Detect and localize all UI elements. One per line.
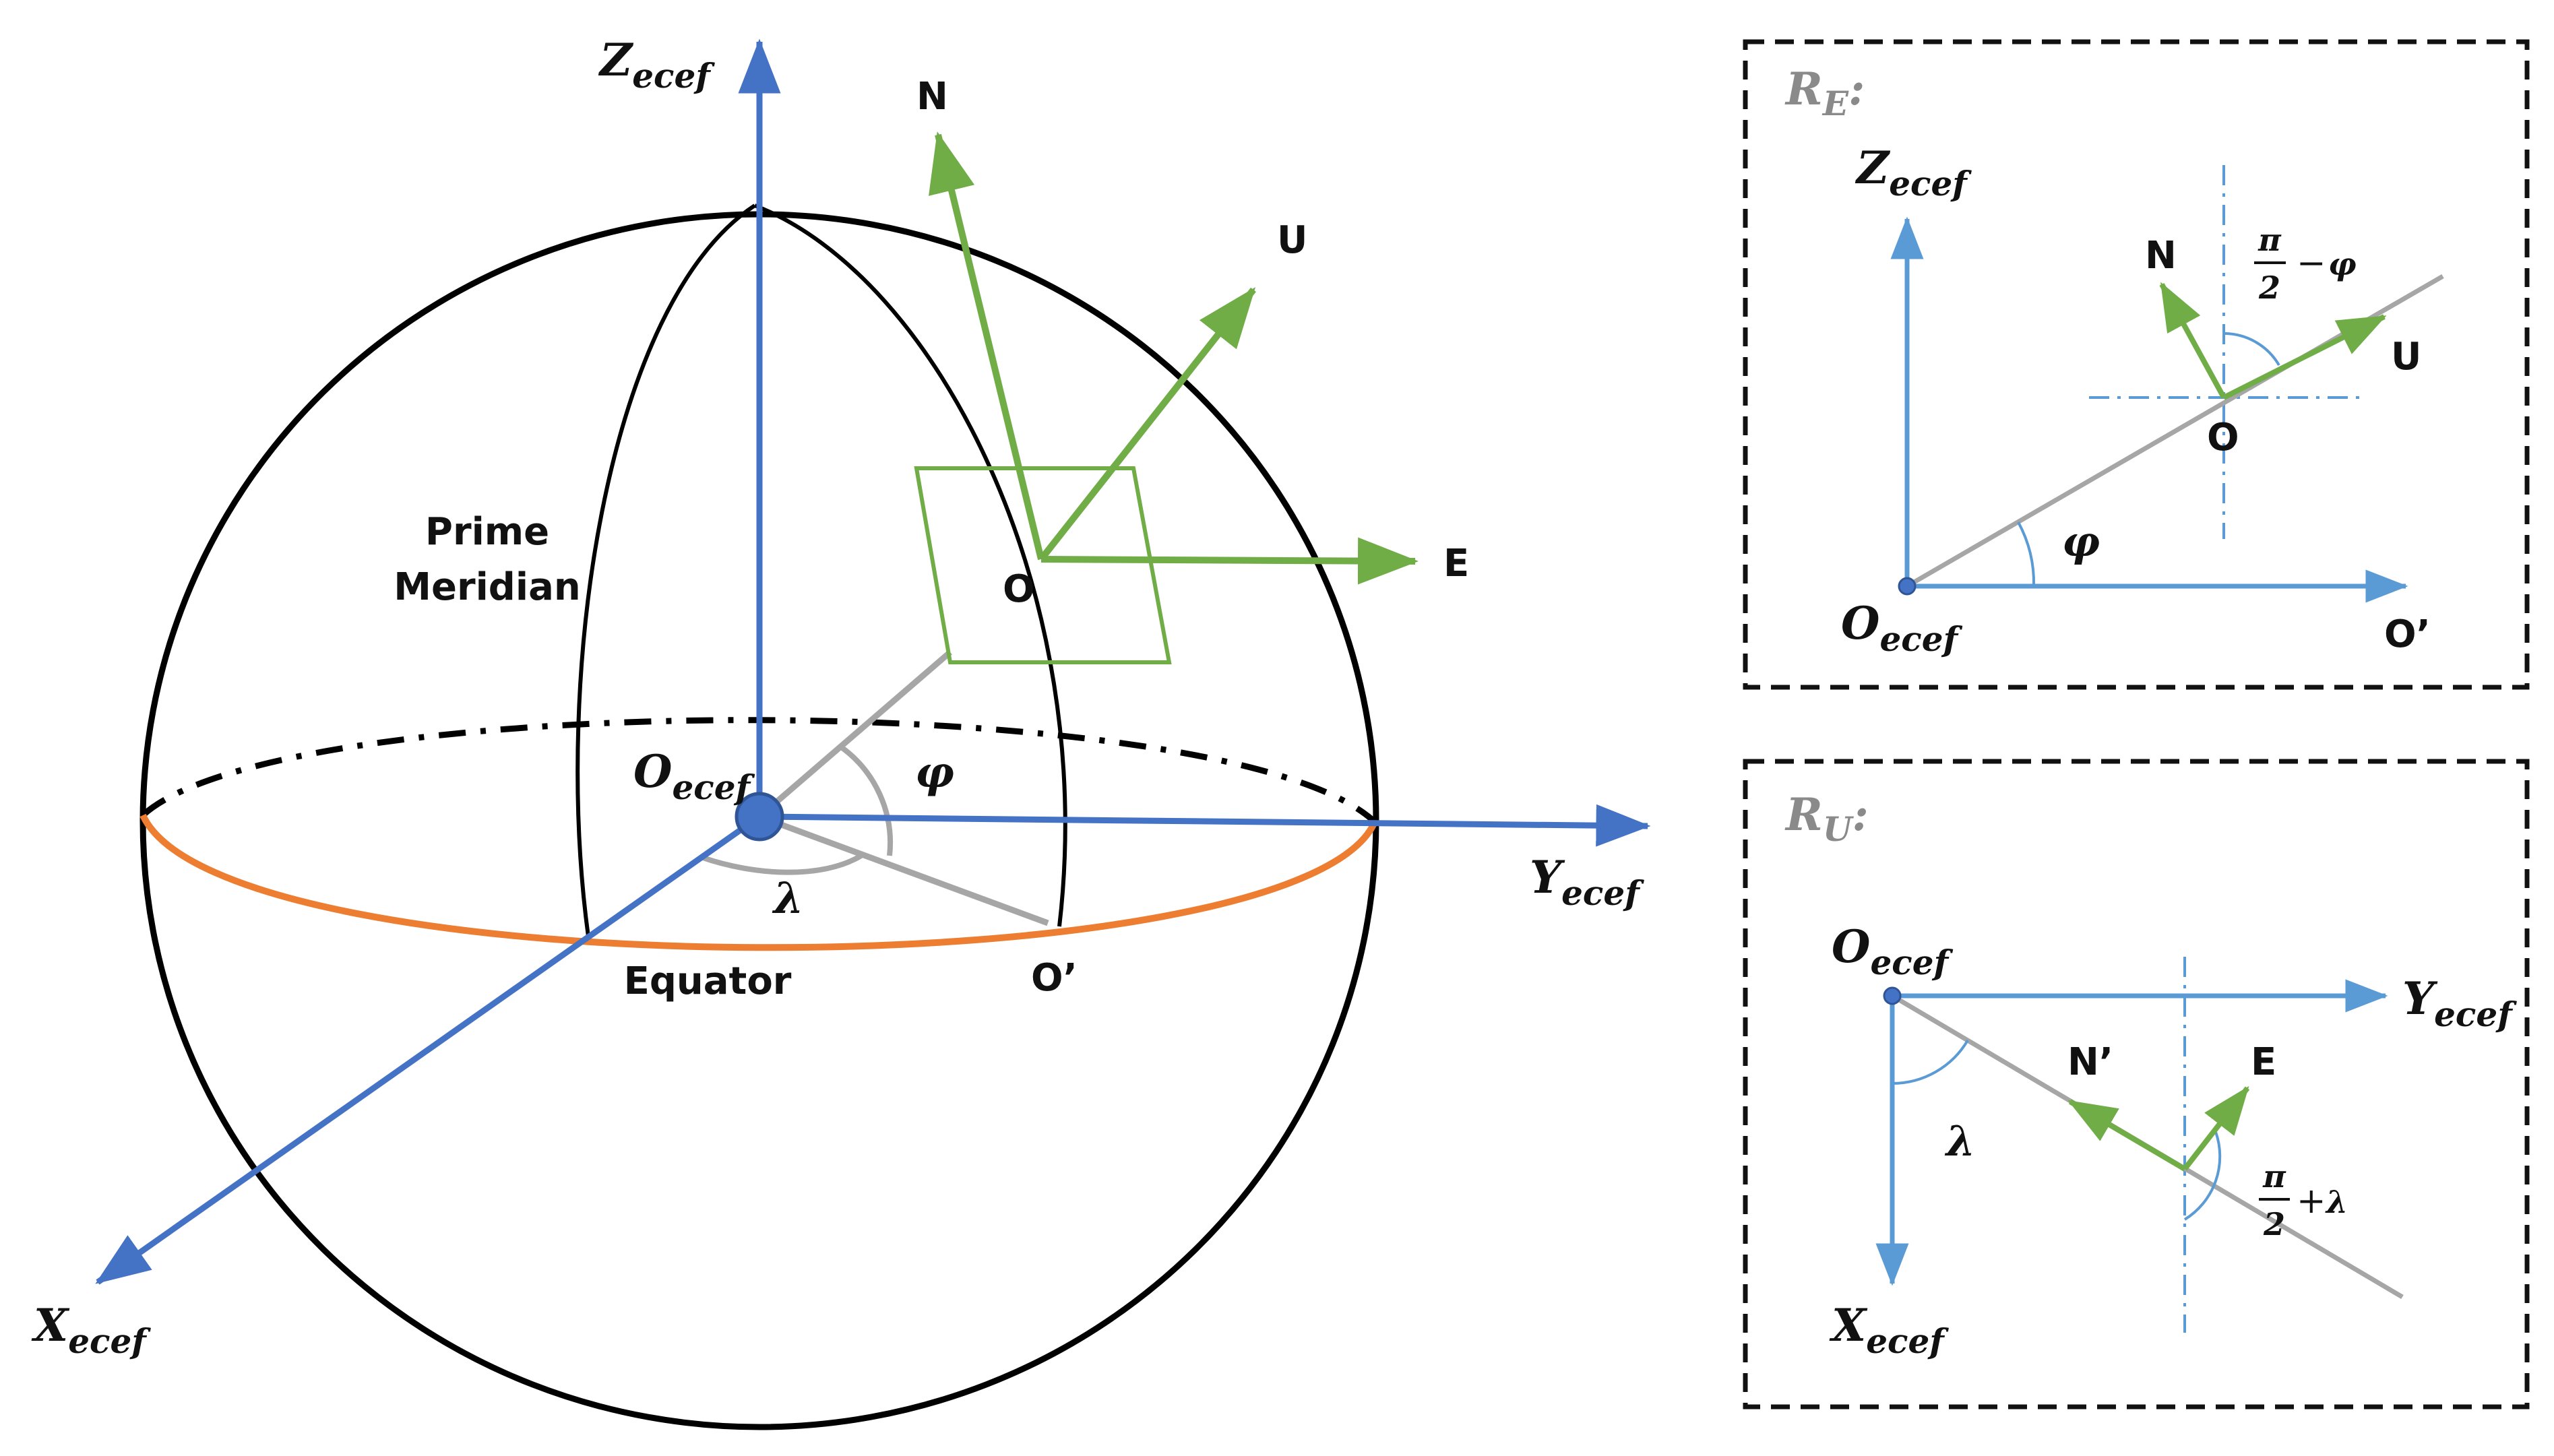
panel-re-radius-line	[1906, 274, 2444, 589]
panel-ru-angle-expression: π 2 + λ	[2259, 1158, 2348, 1242]
panel-re-angle-expression: π 2 − φ	[2254, 222, 2357, 306]
x-axis-arrow	[95, 814, 761, 1285]
panel-re-origin-label: Oecef	[1841, 597, 1963, 659]
panel-ru-lambda-arc	[1892, 1039, 1969, 1085]
panel-ru-x-axis-label: Xecef	[1829, 1299, 1949, 1361]
panel-ru-origin-dot	[1883, 986, 1902, 1005]
panel-re-angle-operator: −	[2297, 243, 2326, 284]
panel-ru-north-prime-label: N’	[2067, 1040, 2113, 1084]
radius-to-o-line	[757, 650, 952, 819]
north-arrow	[929, 131, 1045, 561]
panel-ru-origin-label: Oecef	[1832, 920, 1954, 982]
panel-ru-north-prime-arrow	[2067, 1099, 2187, 1172]
panel-re-complement-arc	[2223, 332, 2280, 367]
phi-label: φ	[915, 747, 954, 798]
equator-label: Equator	[624, 959, 792, 1003]
radius-to-o-prime-line	[758, 813, 1049, 926]
up-label: U	[1277, 218, 1307, 262]
east-arrow	[1040, 537, 1419, 585]
panel-re-z-axis-label: Zecef	[1855, 141, 1972, 203]
origin-label: Oecef	[633, 745, 755, 807]
prime-meridian-curve	[575, 203, 756, 937]
y-axis-label: Yecef	[1530, 851, 1644, 913]
panel-re: RE: Zecef Oecef O’ N U O φ π 2 − φ	[1743, 39, 2530, 690]
east-label: E	[1443, 542, 1469, 585]
up-arrow	[1038, 287, 1256, 562]
prime-meridian-label-line2: Meridian	[394, 565, 580, 609]
north-label: N	[916, 75, 948, 119]
panel-ru-angle-denominator: 2	[2263, 1206, 2285, 1242]
panel-ru-frame	[1743, 759, 2530, 1410]
prime-meridian-label-line1: Prime	[425, 510, 549, 554]
panel-ru-lambda-label: λ	[1944, 1116, 1975, 1166]
lambda-arc	[699, 853, 863, 875]
panel-re-phi-label: φ	[2062, 517, 2100, 566]
equator-front	[139, 813, 1378, 951]
panel-ru-angle-variable: λ	[2325, 1184, 2348, 1220]
panel-ru-title: RU:	[1784, 788, 1869, 849]
panel-ru-y-axis-label: Yecef	[2402, 972, 2517, 1034]
point-o-prime-label: O’	[1031, 956, 1078, 1000]
y-axis-arrow	[759, 804, 1651, 847]
lambda-label: λ	[772, 873, 804, 924]
tangent-plane	[914, 466, 1172, 664]
z-axis-label: Zecef	[598, 34, 715, 96]
panel-re-o-prime-label: O’	[2384, 612, 2431, 656]
panel-ru-east-arrow	[2182, 1085, 2250, 1171]
origin-dot	[735, 792, 784, 842]
panel-re-angle-denominator: 2	[2258, 270, 2280, 306]
panel-re-origin-dot	[1898, 577, 1917, 596]
panel-re-frame	[1743, 39, 2530, 690]
panel-ru-east-label: E	[2251, 1040, 2276, 1084]
panel-re-point-o-label: O	[2207, 416, 2239, 460]
x-axis-label: Xecef	[31, 1299, 151, 1361]
panel-re-north-arrow	[2159, 282, 2226, 399]
panel-re-title: RE:	[1784, 63, 1865, 123]
panel-ru: RU: Oecef Yecef Xecef N’ E λ π 2 + λ	[1743, 759, 2530, 1410]
panel-re-angle-variable: φ	[2328, 246, 2357, 282]
phi-arc	[838, 744, 894, 856]
panel-ru-complement-arc	[2183, 1131, 2222, 1221]
panel-re-angle-numerator: π	[2257, 222, 2282, 258]
globe-group: Zecef Yecef Xecef Oecef N U E O O’ φ λ P…	[31, 34, 1651, 1430]
panel-ru-angle-operator: +	[2297, 1181, 2326, 1222]
panel-re-north-label: N	[2145, 234, 2177, 278]
panel-re-phi-arc	[2017, 521, 2036, 587]
panel-ru-angle-numerator: π	[2262, 1158, 2286, 1195]
panel-re-up-label: U	[2391, 335, 2421, 379]
panel-re-up-arrow	[2222, 314, 2387, 400]
point-o-label: O	[1003, 567, 1035, 611]
